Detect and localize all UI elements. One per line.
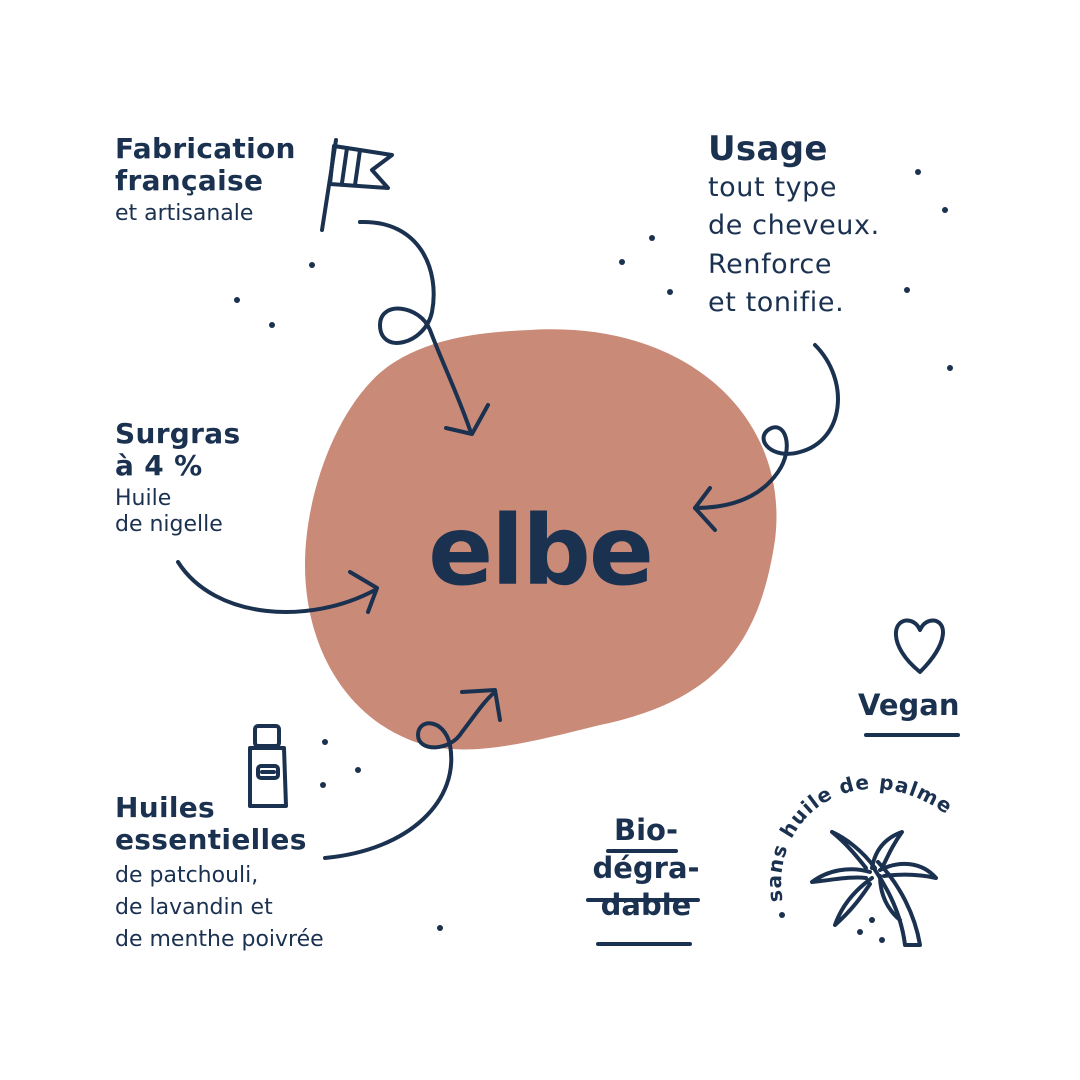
bio-line-2: dégra- [592,850,700,885]
surgras-sub-2: de nigelle [115,511,223,537]
surgras-sub-1: Huile [115,486,172,512]
usage-title: Usage [708,129,828,169]
biodegradable-label: Bio- dégra- dable [576,812,716,925]
palm-tree-icon [810,830,938,947]
arrow-huiles [323,688,502,860]
usage-block: Usage tout type de cheveux. Renforce et … [708,129,880,322]
fabrication-title-2: française [115,164,264,198]
huiles-sub-1: de patchouli, [115,863,259,889]
vegan-label: Vegan [858,688,960,722]
usage-line-2: de cheveux. [708,210,880,242]
usage-line-1: tout type [708,172,838,204]
heart-icon [893,618,945,674]
arrow-fabrication [358,219,490,436]
fabrication-title-1: Fabrication [115,132,296,165]
huiles-sub-2: de lavandin et [115,895,273,921]
huiles-block: Huiles essentielles de patchouli, de lav… [115,791,324,956]
arrow-surgras [176,560,379,614]
bio-line-1: Bio- [613,813,678,847]
surgras-title-1: Surgras [115,417,241,450]
bio-line-3: dable [600,888,692,923]
palm-label: sans huile de palme [762,770,957,904]
central-blob [305,329,777,750]
fabrication-block: Fabrication française et artisanale [115,132,296,227]
surgras-block: Surgras à 4 % Huile de nigelle [115,417,241,537]
huiles-title-2: essentielles [115,823,307,857]
arrow-usage [693,343,840,532]
huiles-title-1: Huiles [115,791,216,824]
usage-line-4: et tonifie. [708,287,845,319]
bottle-icon [248,724,288,808]
brand-name: elbe [428,495,654,607]
fabrication-sub: et artisanale [115,201,254,227]
surgras-title-2: à 4 % [115,449,203,483]
decorative-dots [234,169,953,943]
flag-icon [320,138,394,232]
huiles-sub-3: de menthe poivrée [115,927,324,953]
usage-line-3: Renforce [708,248,833,280]
